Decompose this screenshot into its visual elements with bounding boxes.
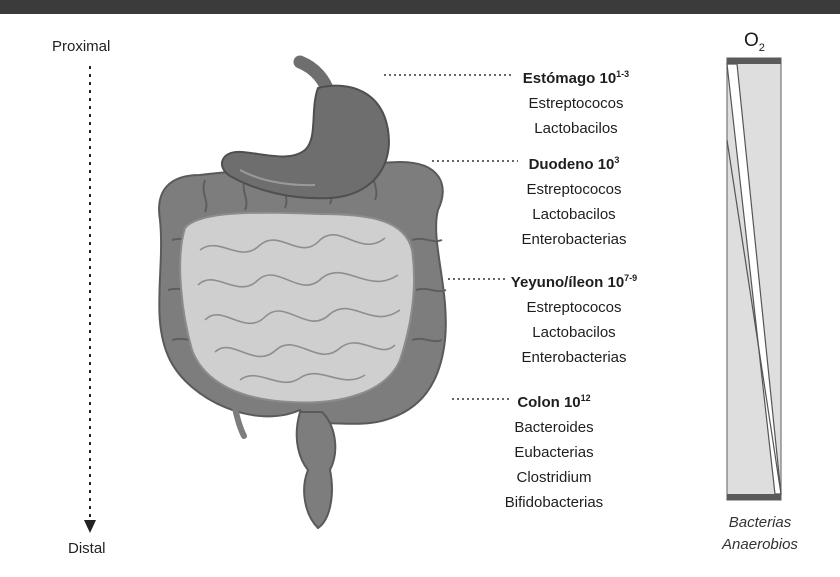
colon-info: Colon 1012 Bacteroides Eubacterias Clost… [454, 386, 654, 515]
duodenum-title: Duodeno 103 [474, 148, 674, 177]
colon-bacteria-3: Clostridium [454, 465, 654, 490]
oxygen-gradient-bar [727, 58, 781, 500]
colon-bacteria-4: Bifidobacterias [454, 490, 654, 515]
duodenum-info: Duodeno 103 Estreptococos Lactobacilos E… [474, 148, 674, 252]
anaerobes-label: Bacterias Anaerobios [690, 512, 830, 556]
stomach-bacteria-2: Lactobacilos [476, 116, 676, 141]
duodenum-bacteria-3: Enterobacterias [474, 227, 674, 252]
stomach-bacteria-1: Estreptococos [476, 91, 676, 116]
jejunum-bacteria-3: Enterobacterias [474, 345, 674, 370]
rectum [297, 412, 336, 528]
colon-bacteria-2: Eubacterias [454, 440, 654, 465]
duodenum-bacteria-2: Lactobacilos [474, 202, 674, 227]
stomach-title: Estómago 101-3 [476, 62, 676, 91]
colon-bacteria-1: Bacteroides [454, 415, 654, 440]
axis-arrow-icon [84, 520, 96, 533]
jejunum-ileum-title: Yeyuno/íleon 107-9 [474, 266, 674, 295]
colon-title: Colon 1012 [454, 386, 654, 415]
stomach-info: Estómago 101-3 Estreptococos Lactobacilo… [476, 62, 676, 141]
anaerobes-line-1: Bacterias [690, 512, 830, 534]
duodenum-bacteria-1: Estreptococos [474, 177, 674, 202]
jejunum-ileum-info: Yeyuno/íleon 107-9 Estreptococos Lactoba… [474, 266, 674, 370]
anaerobes-line-2: Anaerobios [690, 534, 830, 556]
jejunum-bacteria-2: Lactobacilos [474, 320, 674, 345]
oxygen-label: O2 [744, 30, 765, 54]
stomach [222, 86, 389, 199]
jejunum-bacteria-1: Estreptococos [474, 295, 674, 320]
